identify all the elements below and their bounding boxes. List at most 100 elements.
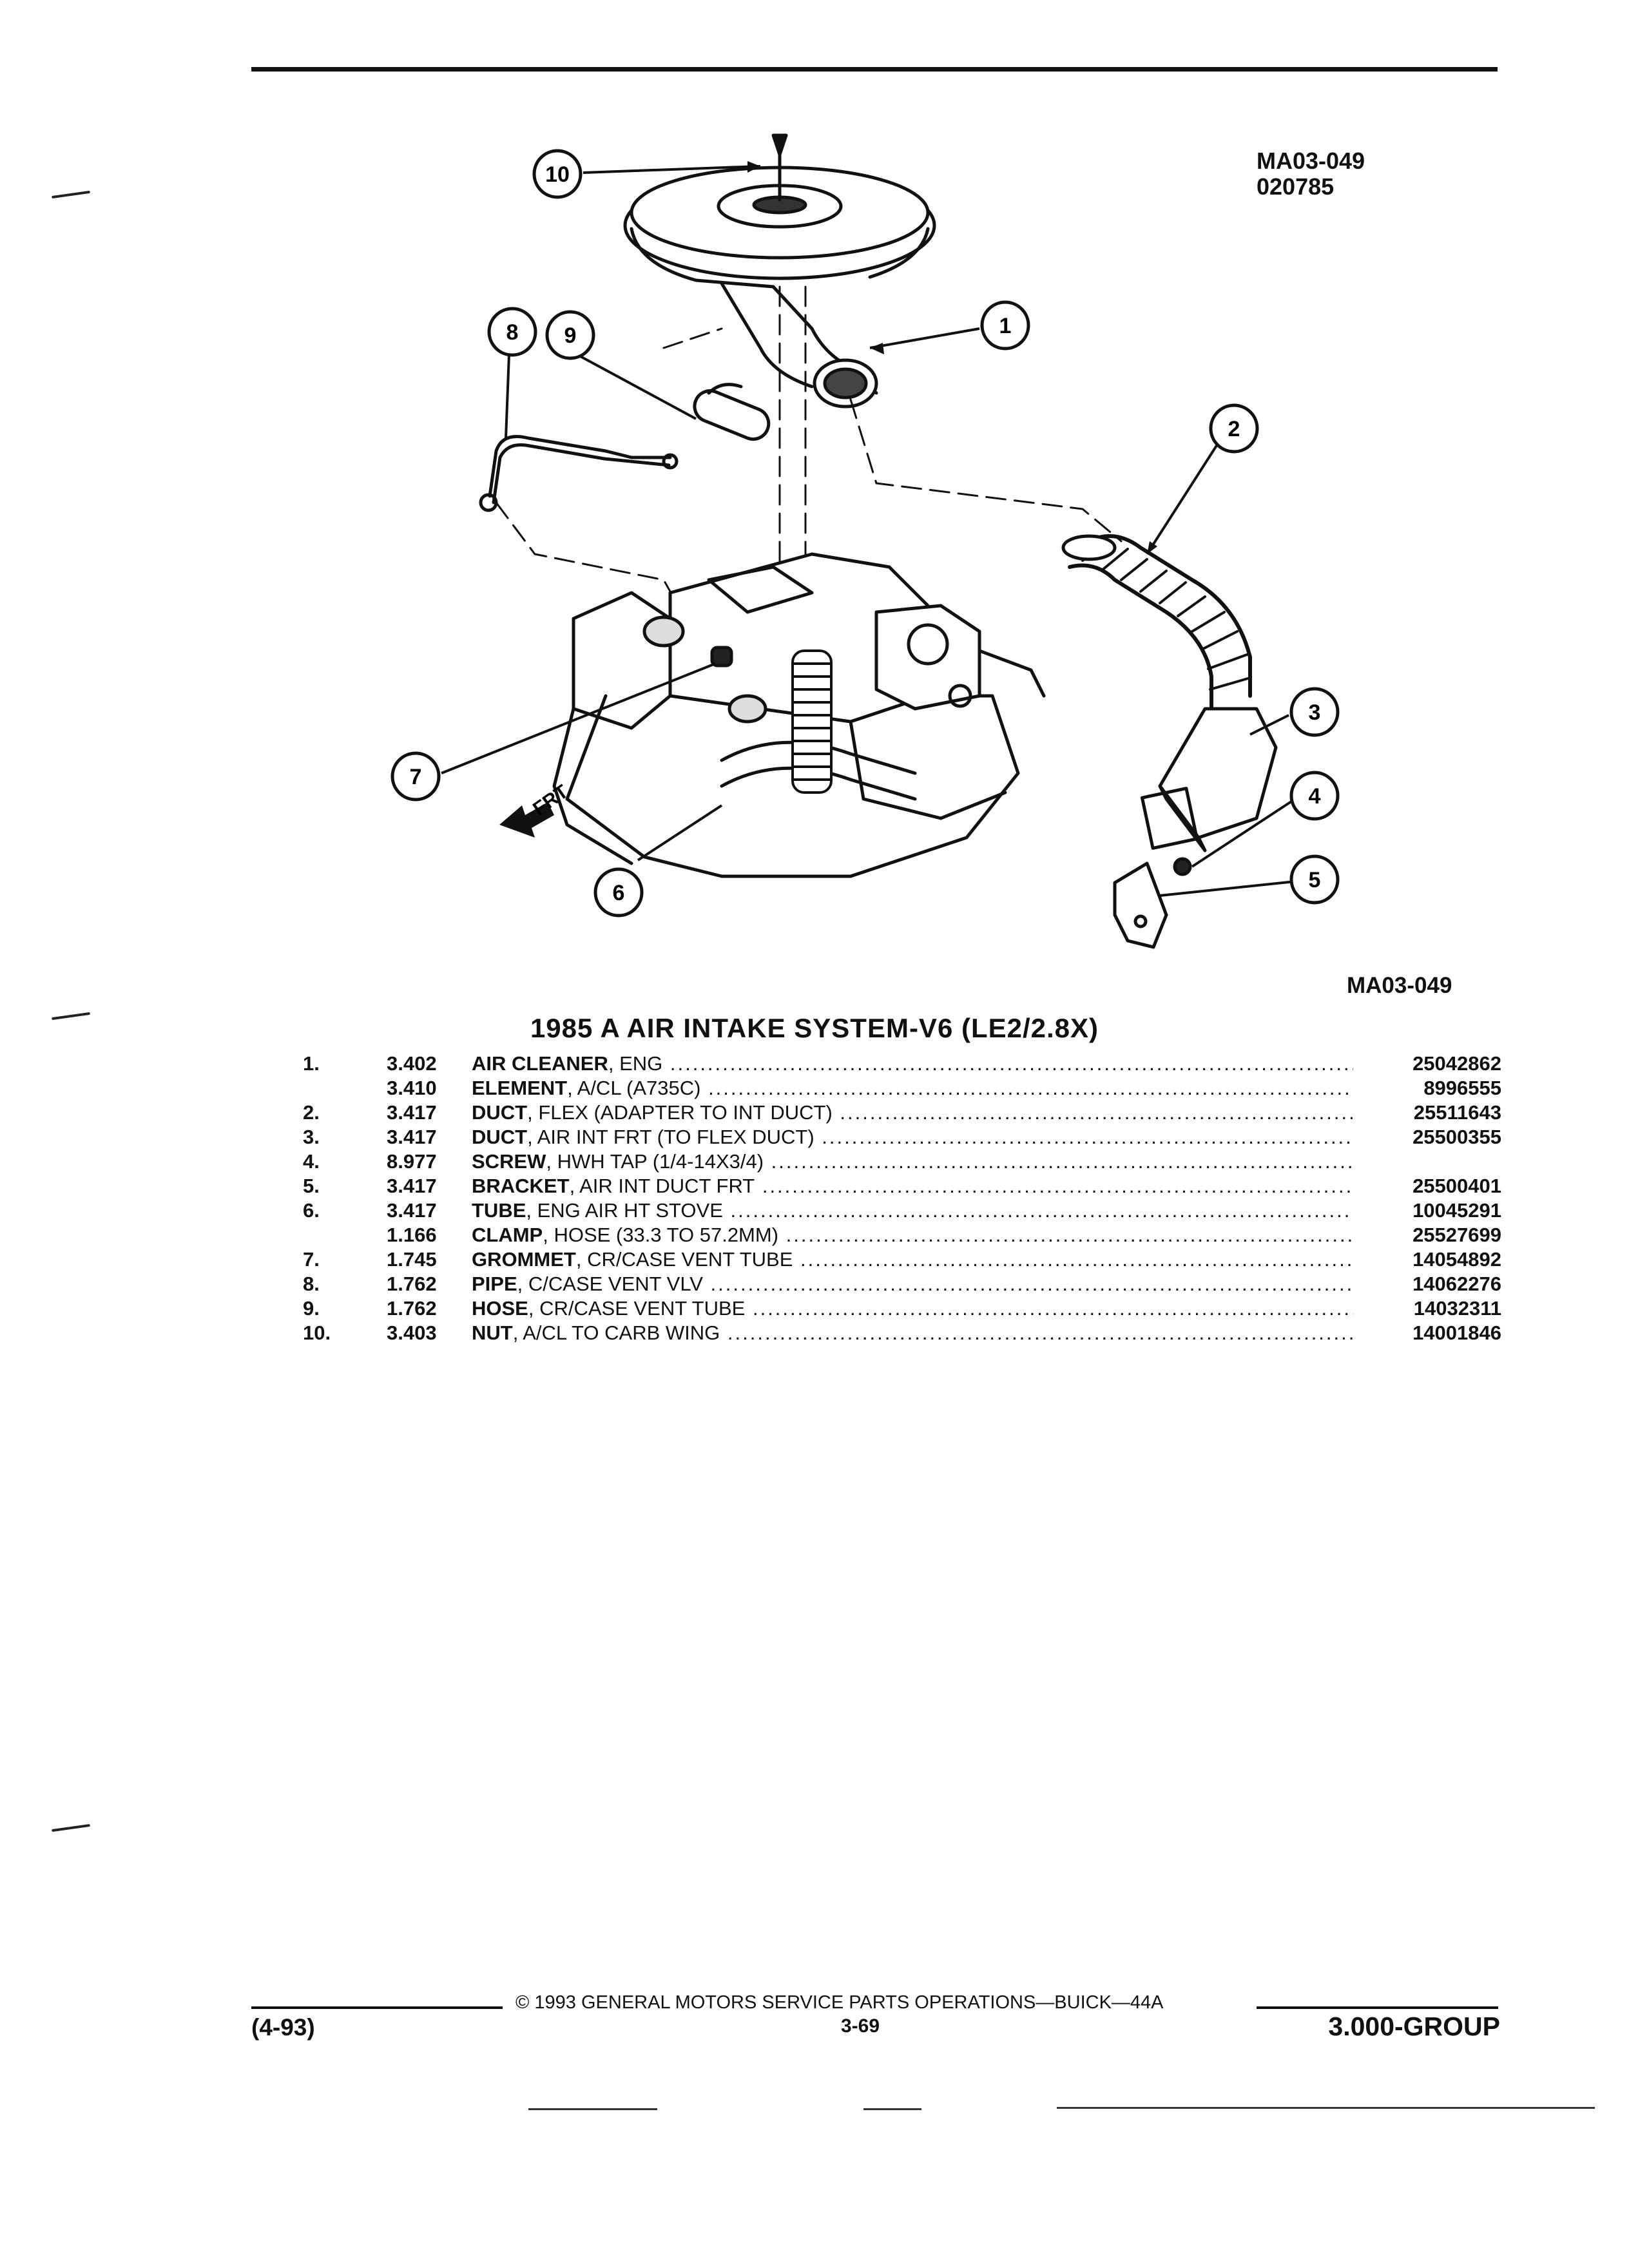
- callout-4: 4: [1289, 771, 1340, 821]
- svg-text:6: 6: [613, 881, 625, 905]
- group-number: 3.417: [387, 1175, 437, 1197]
- part-description: ELEMENT, A/CL (A735C) ..................…: [472, 1076, 1353, 1100]
- item-number: 1.: [303, 1052, 320, 1075]
- part-spec: , AIR INT DUCT FRT: [569, 1175, 755, 1197]
- svg-text:3: 3: [1309, 700, 1321, 725]
- callout-6: 6: [593, 867, 644, 918]
- leader-dots: ........................................…: [710, 1273, 1353, 1295]
- item-number: 2.: [303, 1101, 320, 1124]
- part-description: GROMMET, CR/CASE VENT TUBE .............…: [472, 1247, 1353, 1272]
- callout-2: 2: [1209, 403, 1259, 454]
- margin-mark: [52, 1823, 90, 1832]
- margin-mark: [52, 190, 90, 199]
- group-number: 3.402: [387, 1052, 437, 1075]
- svg-text:4: 4: [1309, 784, 1321, 809]
- part-spec: , C/CASE VENT VLV: [517, 1273, 703, 1295]
- svg-text:10: 10: [545, 162, 570, 187]
- part-spec: , A/CL (A735C): [567, 1077, 701, 1099]
- exploded-diagram: 10 1 2 8 9 3 4 5 7 6 FRT: [390, 133, 1340, 949]
- page-number: 3-69: [841, 2015, 880, 2037]
- item-number: 10.: [303, 1321, 331, 1344]
- air-cleaner-drawing: [623, 133, 936, 408]
- leader-dots: ........................................…: [840, 1101, 1353, 1124]
- part-spec: , CR/CASE VENT TUBE: [528, 1297, 746, 1320]
- part-name: PIPE: [472, 1273, 517, 1295]
- part-spec: , A/CL TO CARB WING: [512, 1321, 720, 1344]
- copyright-text: © 1993 GENERAL MOTORS SERVICE PARTS OPER…: [516, 1992, 1164, 2013]
- part-name: SCREW: [472, 1150, 546, 1173]
- part-number: 14062276: [1412, 1273, 1501, 1295]
- drawing-id-code: MA03-049: [1257, 148, 1365, 174]
- front-arrow-icon: [499, 802, 554, 838]
- item-number: 7.: [303, 1248, 320, 1271]
- part-number: 10045291: [1412, 1199, 1501, 1222]
- svg-text:7: 7: [410, 765, 422, 789]
- part-number: 25511643: [1413, 1101, 1501, 1124]
- part-number: 25500355: [1412, 1126, 1501, 1148]
- part-description: TUBE, ENG AIR HT STOVE .................…: [472, 1198, 1353, 1223]
- leader-dots: ........................................…: [771, 1150, 1353, 1173]
- part-number: 25042862: [1412, 1052, 1501, 1075]
- item-number: 9.: [303, 1297, 320, 1320]
- group-number: 1.762: [387, 1273, 437, 1295]
- group-number: 1.745: [387, 1248, 437, 1271]
- part-description: PIPE, C/CASE VENT VLV ..................…: [472, 1272, 1353, 1296]
- group-number: 1.762: [387, 1297, 437, 1320]
- svg-text:8: 8: [506, 320, 519, 345]
- group-number: 3.417: [387, 1126, 437, 1148]
- callout-1: 1: [980, 300, 1030, 351]
- part-number: 25527699: [1412, 1224, 1501, 1246]
- callout-9: 9: [545, 310, 595, 360]
- part-name: BRACKET: [472, 1175, 570, 1197]
- callout-5: 5: [1289, 854, 1340, 905]
- scan-artifact-line: [528, 2108, 657, 2110]
- svg-text:5: 5: [1309, 868, 1321, 892]
- svg-text:2: 2: [1228, 417, 1240, 441]
- leader-dots: ........................................…: [670, 1052, 1353, 1075]
- vent-pipe-drawing: [479, 383, 771, 512]
- part-name: CLAMP: [472, 1224, 543, 1246]
- footer-rule-right: [1257, 2006, 1498, 2009]
- callout-7: 7: [390, 751, 441, 802]
- scan-artifact-line: [1057, 2107, 1595, 2109]
- item-number: 8.: [303, 1273, 320, 1295]
- callout-8: 8: [487, 307, 537, 357]
- callout-3: 3: [1289, 687, 1340, 737]
- group-number: 8.977: [387, 1150, 437, 1173]
- leader-dots: ........................................…: [727, 1321, 1353, 1344]
- part-name: DUCT: [472, 1126, 528, 1148]
- part-description: NUT, A/CL TO CARB WING .................…: [472, 1321, 1353, 1345]
- scan-artifact-line: [863, 2108, 921, 2110]
- part-number: 14001846: [1412, 1321, 1501, 1344]
- leader-dots: ........................................…: [762, 1175, 1353, 1197]
- item-number: 3.: [303, 1126, 320, 1148]
- part-spec: , HWH TAP (1/4-14X3/4): [546, 1150, 764, 1173]
- part-number: 14054892: [1412, 1248, 1501, 1271]
- part-number: 14032311: [1413, 1297, 1501, 1320]
- item-number: 6.: [303, 1199, 320, 1222]
- svg-text:1: 1: [999, 314, 1012, 338]
- part-name: DUCT: [472, 1101, 528, 1124]
- revision-date: (4-93): [251, 2014, 315, 2041]
- leader-dots: ........................................…: [800, 1248, 1353, 1271]
- leader-dots: ........................................…: [730, 1199, 1354, 1222]
- figure-code: MA03-049: [1347, 973, 1452, 998]
- part-spec: , AIR INT FRT (TO FLEX DUCT): [527, 1126, 815, 1148]
- part-name: HOSE: [472, 1297, 528, 1320]
- part-number: 25500401: [1412, 1175, 1501, 1197]
- part-name: ELEMENT: [472, 1077, 568, 1099]
- part-description: BRACKET, AIR INT DUCT FRT ..............…: [472, 1174, 1353, 1198]
- part-description: DUCT, AIR INT FRT (TO FLEX DUCT) .......…: [472, 1125, 1353, 1149]
- top-rule: [251, 67, 1498, 72]
- part-name: GROMMET: [472, 1248, 576, 1271]
- group-number: 1.166: [387, 1224, 437, 1246]
- group-number: 3.417: [387, 1101, 437, 1124]
